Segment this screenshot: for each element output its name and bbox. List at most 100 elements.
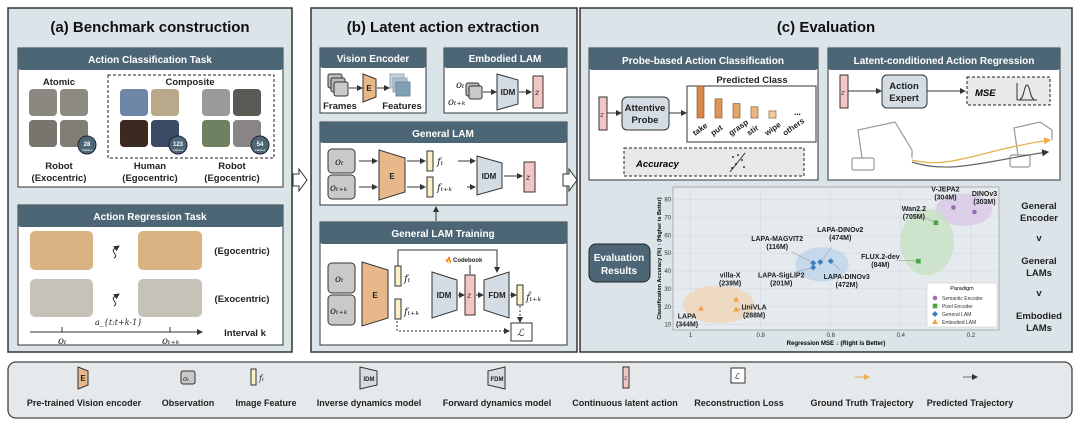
cluster-region xyxy=(795,247,849,282)
svg-text:Probe: Probe xyxy=(632,115,659,126)
svg-text:Latent-conditioned Action Regr: Latent-conditioned Action Regression xyxy=(854,56,1035,67)
point-size: (474M) xyxy=(829,235,851,242)
class-bar xyxy=(714,98,723,119)
data-point xyxy=(810,264,817,271)
svg-text:oₜ: oₜ xyxy=(335,157,344,168)
svg-text:Predicted Class: Predicted Class xyxy=(716,75,787,86)
exocentric-label: (Exocentric) xyxy=(215,294,270,305)
cluster-region xyxy=(683,285,755,324)
data-point xyxy=(810,259,817,266)
point-label: LAPA-SigLIP2 xyxy=(758,272,805,279)
svg-text:IDM: IDM xyxy=(482,172,497,181)
data-point xyxy=(933,220,939,226)
latent-z xyxy=(464,274,476,316)
svg-text:FDM: FDM xyxy=(491,377,504,383)
encoder-icon xyxy=(361,261,389,327)
flow-arrow-icon xyxy=(292,167,308,193)
legend-entry: Semantic Encoder xyxy=(942,296,983,302)
point-size: (472M) xyxy=(836,282,858,289)
panel-latent-action-extraction: (b) Latent action extraction Vision Enco… xyxy=(310,7,578,353)
svg-text:Action: Action xyxy=(889,81,919,92)
robot-arm-illustration xyxy=(851,121,1053,171)
cluster-region xyxy=(935,193,993,227)
point-size: (239M) xyxy=(719,281,741,288)
distribution-icon xyxy=(1016,83,1037,101)
features-label: Features xyxy=(382,101,422,112)
svg-text:123: 123 xyxy=(173,142,184,148)
svg-text:v: v xyxy=(1036,233,1042,244)
panel-evaluation: (c) Evaluation Probe-based Action Classi… xyxy=(579,7,1073,353)
trajectory-icon xyxy=(112,245,120,259)
data-point xyxy=(698,305,705,311)
class-bar xyxy=(696,85,705,119)
point-size: (303M) xyxy=(973,199,995,206)
y-tick-label: 50 xyxy=(664,251,671,257)
svg-text:FDM: FDM xyxy=(488,291,506,300)
svg-text:z: z xyxy=(599,111,604,119)
data-point xyxy=(817,259,824,266)
group-label: Robot xyxy=(218,161,246,172)
y-tick-label: 40 xyxy=(664,269,671,275)
x-tick-label: 0.2 xyxy=(967,333,976,339)
svg-text:...: ... xyxy=(794,108,801,117)
embodied-lam-box: Embodied LAM oₜ oₜ₊ₖ IDM z xyxy=(443,47,568,114)
svg-text:ℒ: ℒ xyxy=(517,328,525,339)
panel-benchmark-construction: (a) Benchmark construction Action Classi… xyxy=(7,7,293,353)
loss-box xyxy=(510,322,533,342)
y-tick-label: 30 xyxy=(664,287,671,293)
latent-icon xyxy=(622,366,630,389)
box-header: Action Classification Task xyxy=(88,55,212,66)
composite-dashed-box xyxy=(107,74,275,159)
group-label: (Exocentric) xyxy=(32,173,87,184)
point-label: DINOv3 xyxy=(972,191,997,198)
data-point xyxy=(972,209,977,215)
data-point xyxy=(951,205,956,210)
group-label: Robot xyxy=(45,161,73,172)
svg-text:Probe-based Action Classificat: Probe-based Action Classification xyxy=(622,56,784,67)
encoder-icon xyxy=(362,73,377,103)
svg-text:Classes: Classes xyxy=(173,148,184,152)
point-size: (304M) xyxy=(934,195,956,202)
svg-text:z: z xyxy=(623,375,628,382)
point-label: FLUX.2-dev xyxy=(861,254,900,261)
accuracy-box xyxy=(623,147,805,177)
general-lam-box: General LAM oₜ oₜ₊ₖ E fₜ fₜ₊ₖ IDM z xyxy=(319,121,568,206)
svg-text:v: v xyxy=(1036,288,1042,299)
legend-label: Continuous latent action xyxy=(572,398,678,408)
leader-line xyxy=(895,259,919,262)
svg-text:oₜ₊ₖ: oₜ₊ₖ xyxy=(330,183,348,194)
svg-text:Vision Encoder: Vision Encoder xyxy=(337,54,410,65)
y-tick-label: 60 xyxy=(664,233,671,239)
svg-text:Embodied: Embodied xyxy=(1016,311,1062,322)
svg-text:oₜ: oₜ xyxy=(456,80,465,91)
group-label: (Egocentric) xyxy=(122,173,177,184)
point-label: Wan2.2 xyxy=(902,206,926,213)
group-label: (Egocentric) xyxy=(204,173,259,184)
svg-text:z: z xyxy=(534,88,540,97)
observation-icon xyxy=(180,370,196,385)
svg-text:54: 54 xyxy=(257,142,264,148)
legend-label: Ground Truth Trajectory xyxy=(810,398,913,408)
svg-text:oₜ: oₜ xyxy=(335,274,344,285)
leader-line xyxy=(793,267,814,273)
predicted-class-box xyxy=(686,85,817,143)
point-label: V-JEPA2 xyxy=(931,187,959,194)
data-point xyxy=(733,306,740,312)
y-axis-label: Classification Accuracy (%) ↑ (Higher is… xyxy=(657,197,663,320)
general-lam-training-box: General LAM Training oₜ oₜ₊ₖ E fₜ fₜ₊ₖ I… xyxy=(319,221,568,346)
vision-encoder-box: Vision Encoder E Frames Features xyxy=(319,47,427,114)
fdm-icon xyxy=(483,271,510,319)
obs-tk-label: oₜ₊ₖ xyxy=(162,336,180,347)
egocentric-frame-start xyxy=(30,231,93,270)
ground-truth-trajectory xyxy=(911,137,1052,164)
svg-text:IDM: IDM xyxy=(437,291,452,300)
y-tick-label: 20 xyxy=(664,305,671,311)
svg-text:ℒ: ℒ xyxy=(734,372,740,381)
action-sequence-label: a_{t:t+k-1} xyxy=(95,318,142,327)
fire-icon: 🔥 xyxy=(445,256,452,264)
leader-line xyxy=(820,246,833,263)
encoder-icon xyxy=(378,149,406,201)
point-size: (84M) xyxy=(871,262,889,269)
